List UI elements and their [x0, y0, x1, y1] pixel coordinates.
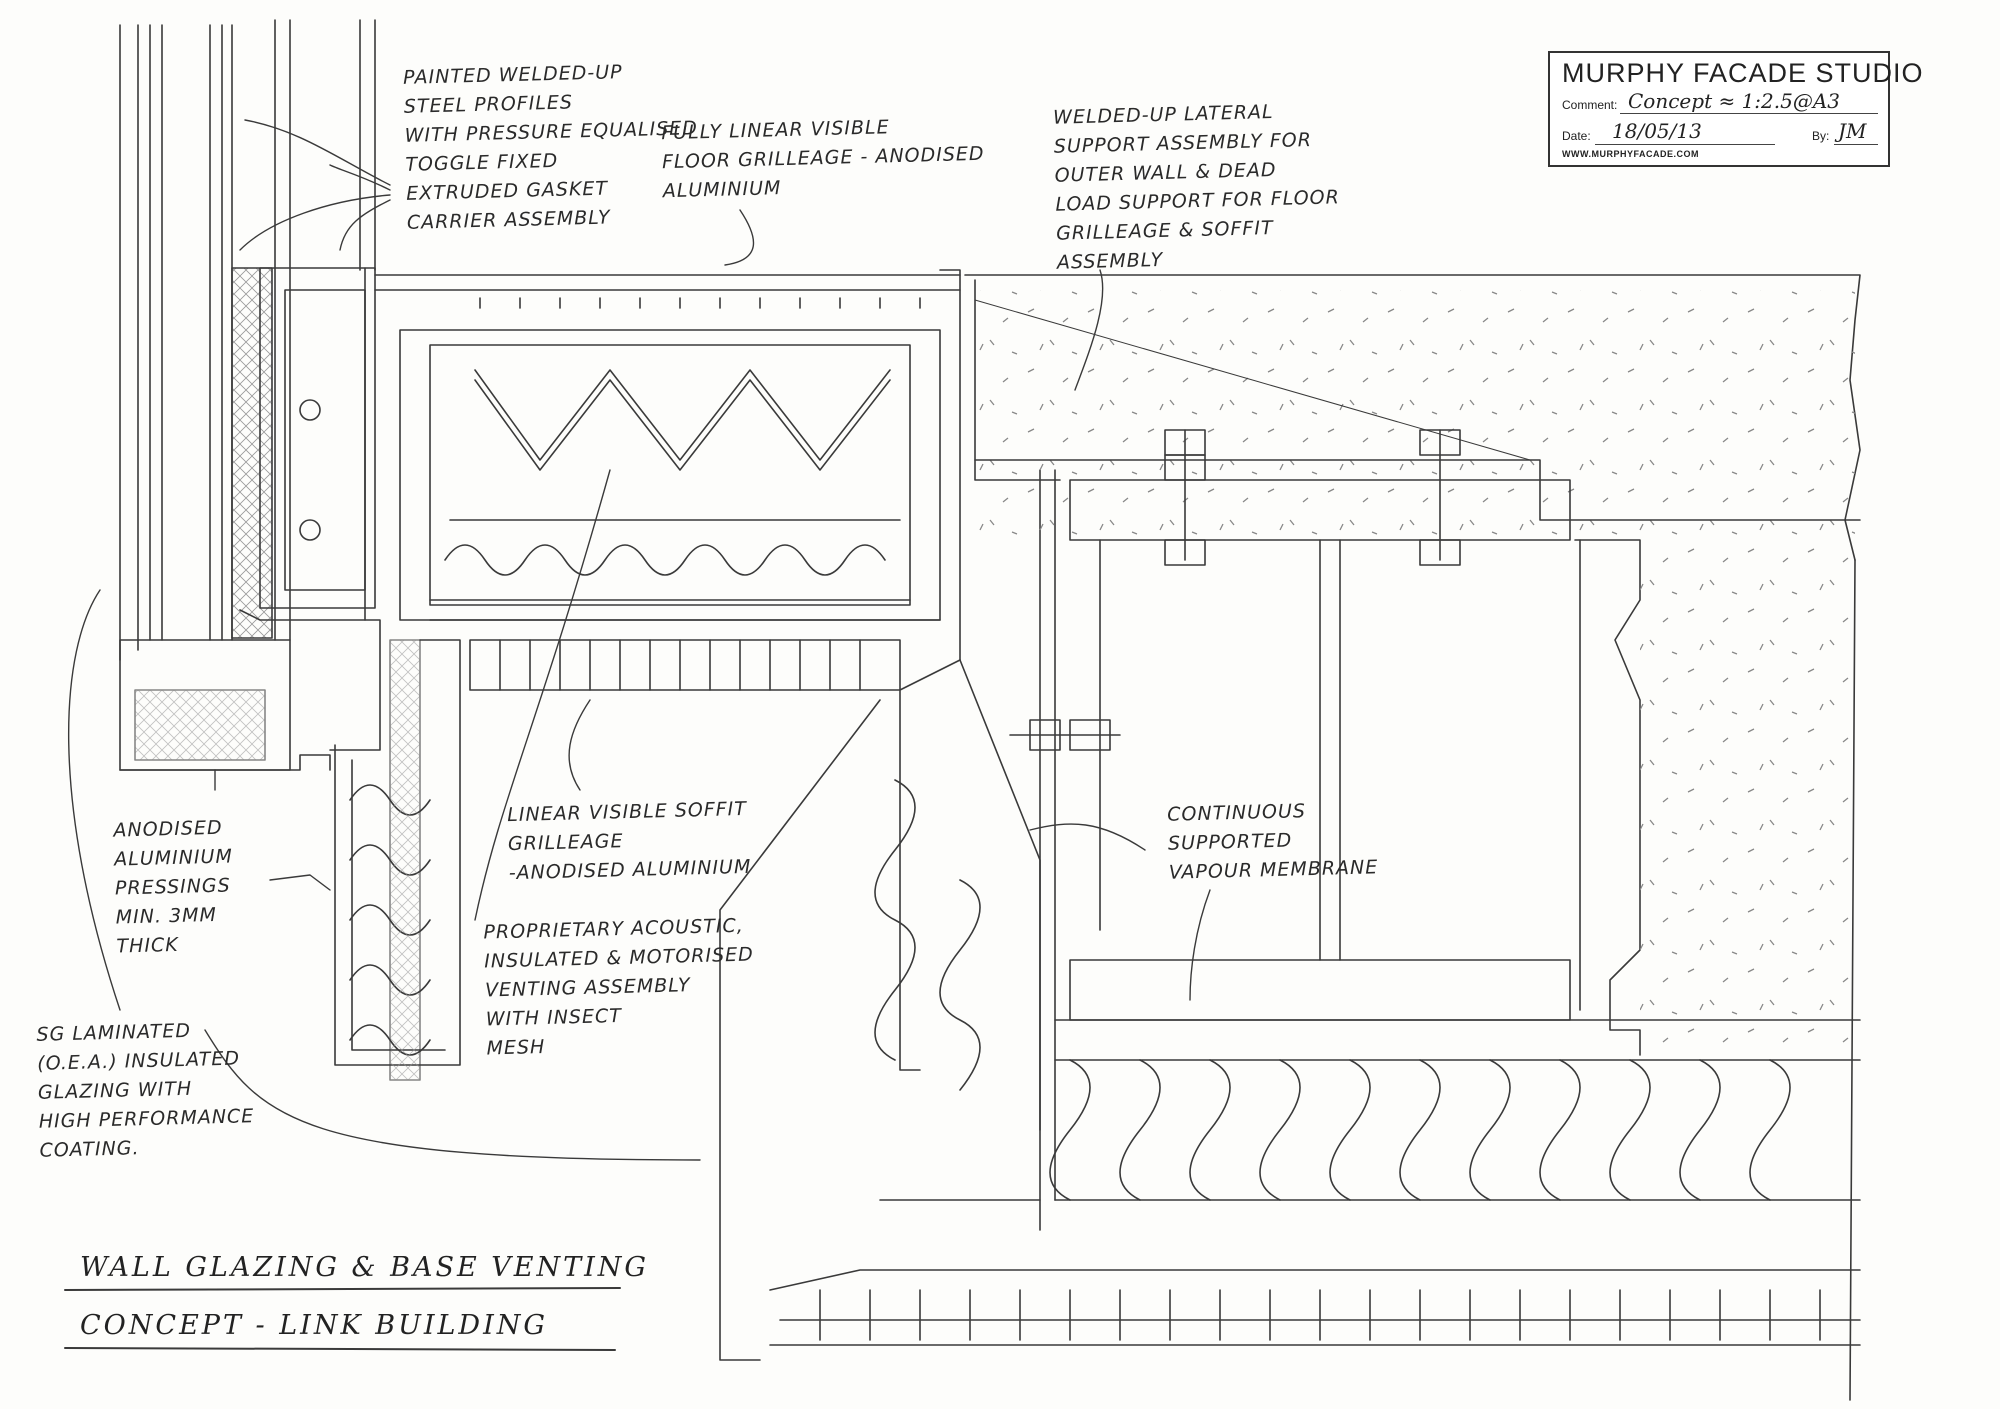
drawing-title-line2: Concept - Link Building [80, 1310, 548, 1341]
note-soffit-grilleage: LINEAR VISIBLE SOFFIT GRILLEAGE -ANODISE… [506, 797, 752, 885]
bottom-soffit-band [769, 1199, 1861, 1346]
concrete-slab [964, 274, 1861, 561]
note-glazing: SG LAMINATED (O.E.A.) INSULATED GLAZING … [36, 1019, 255, 1162]
steel-profile-carrier [231, 267, 376, 639]
glazing-frame-base [119, 609, 381, 771]
venting-assembly [399, 329, 941, 621]
glazing-unit [119, 19, 376, 661]
firm-website: WWW.MURPHYFACADE.COM [1562, 149, 1699, 159]
bolts [1009, 429, 1461, 751]
title-block: MURPHY FACADE STUDIO Comment: Concept ≈ … [1548, 51, 1923, 167]
note-steel-profiles: PAINTED WELDED-UP STEEL PROFILES WITH PR… [402, 61, 699, 234]
note-anodised-pressings: ANODISED ALUMINIUM PRESSINGS MIN. 3MM TH… [113, 816, 234, 958]
leader-arrows [68, 119, 1211, 1161]
by-label: By: [1812, 129, 1830, 143]
pressings-column [334, 639, 461, 1081]
note-floor-grilleage: FULLY LINEAR VISIBLE FLOOR GRILLEAGE - A… [660, 116, 985, 203]
insulation-band [874, 779, 1861, 1201]
firm-name: MURPHY FACADE STUDIO [1562, 58, 1924, 88]
note-lateral-support: WELDED-UP LATERAL SUPPORT ASSEMBLY FOR O… [1052, 100, 1341, 274]
concrete-column [1574, 539, 1856, 1401]
soffit-grilleage [469, 639, 901, 691]
comment-label: Comment: [1562, 98, 1618, 112]
note-vapour-membrane: CONTINUOUS SUPPORTED VAPOUR MEMBRANE [1166, 800, 1379, 884]
floor-grilleage [374, 274, 961, 309]
drawing-title-line1: Wall Glazing & Base Venting [80, 1252, 649, 1283]
title-underlines [64, 1287, 621, 1351]
by-value: JM [1838, 119, 1867, 143]
date-value: 18/05/13 [1612, 119, 1702, 143]
note-venting-assembly: PROPRIETARY ACOUSTIC, INSULATED & MOTORI… [483, 914, 755, 1060]
date-label: Date: [1562, 129, 1591, 143]
comment-value: Concept ≈ 1:2.5@A3 [1628, 89, 1841, 113]
steel-i-beam [1069, 479, 1581, 1021]
